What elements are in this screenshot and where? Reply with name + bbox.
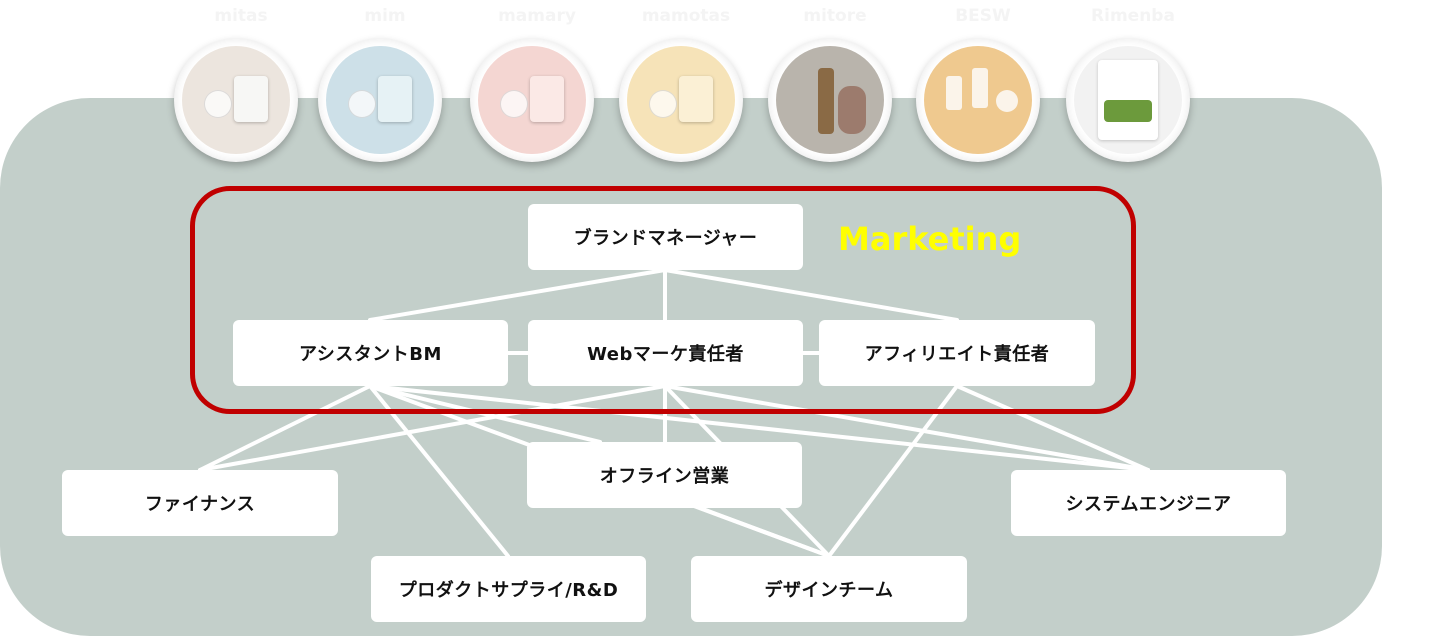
- connector: [368, 384, 602, 444]
- connector: [955, 384, 1150, 472]
- connector: [198, 384, 667, 472]
- brand-image-mim: [318, 38, 442, 162]
- brand-label-mamotas: mamotas: [641, 6, 731, 26]
- brand-label-rimenba: Rimenba: [1091, 6, 1175, 26]
- node-brand-manager: ブランドマネージャー: [528, 204, 803, 270]
- node-assistant-bm: アシスタントBM: [233, 320, 508, 386]
- connector: [663, 268, 959, 322]
- connector: [368, 384, 1150, 472]
- connector: [368, 268, 667, 322]
- node-web-marketing-lead: Webマーケ責任者: [528, 320, 803, 386]
- connector: [663, 384, 1150, 472]
- brand-label-mitore: mitore: [803, 6, 867, 26]
- node-finance: ファイナンス: [62, 470, 338, 536]
- brand-label-besw: BESW: [955, 6, 1011, 26]
- marketing-label: Marketing: [838, 220, 1022, 258]
- brand-image-rimenba: [1066, 38, 1190, 162]
- node-design-team: デザインチーム: [691, 556, 967, 622]
- node-product-supply-rd: プロダクトサプライ/R&D: [371, 556, 646, 622]
- brand-image-mitore: [768, 38, 892, 162]
- connector: [368, 384, 510, 558]
- brand-label-mim: mim: [364, 6, 406, 26]
- brand-image-mitas: [174, 38, 298, 162]
- connector: [198, 384, 372, 472]
- brand-image-mamotas: [619, 38, 743, 162]
- connector: [698, 506, 831, 558]
- marketing-group-frame: [190, 186, 1136, 414]
- node-system-engineer: システムエンジニア: [1011, 470, 1286, 536]
- connector: [827, 384, 959, 558]
- brand-image-besw: [916, 38, 1040, 162]
- brand-label-mamary: mamary: [498, 6, 576, 26]
- brand-image-mamary: [470, 38, 594, 162]
- node-affiliate-lead: アフィリエイト責任者: [819, 320, 1095, 386]
- brand-label-mitas: mitas: [214, 6, 268, 26]
- node-offline-sales: オフライン営業: [527, 442, 802, 508]
